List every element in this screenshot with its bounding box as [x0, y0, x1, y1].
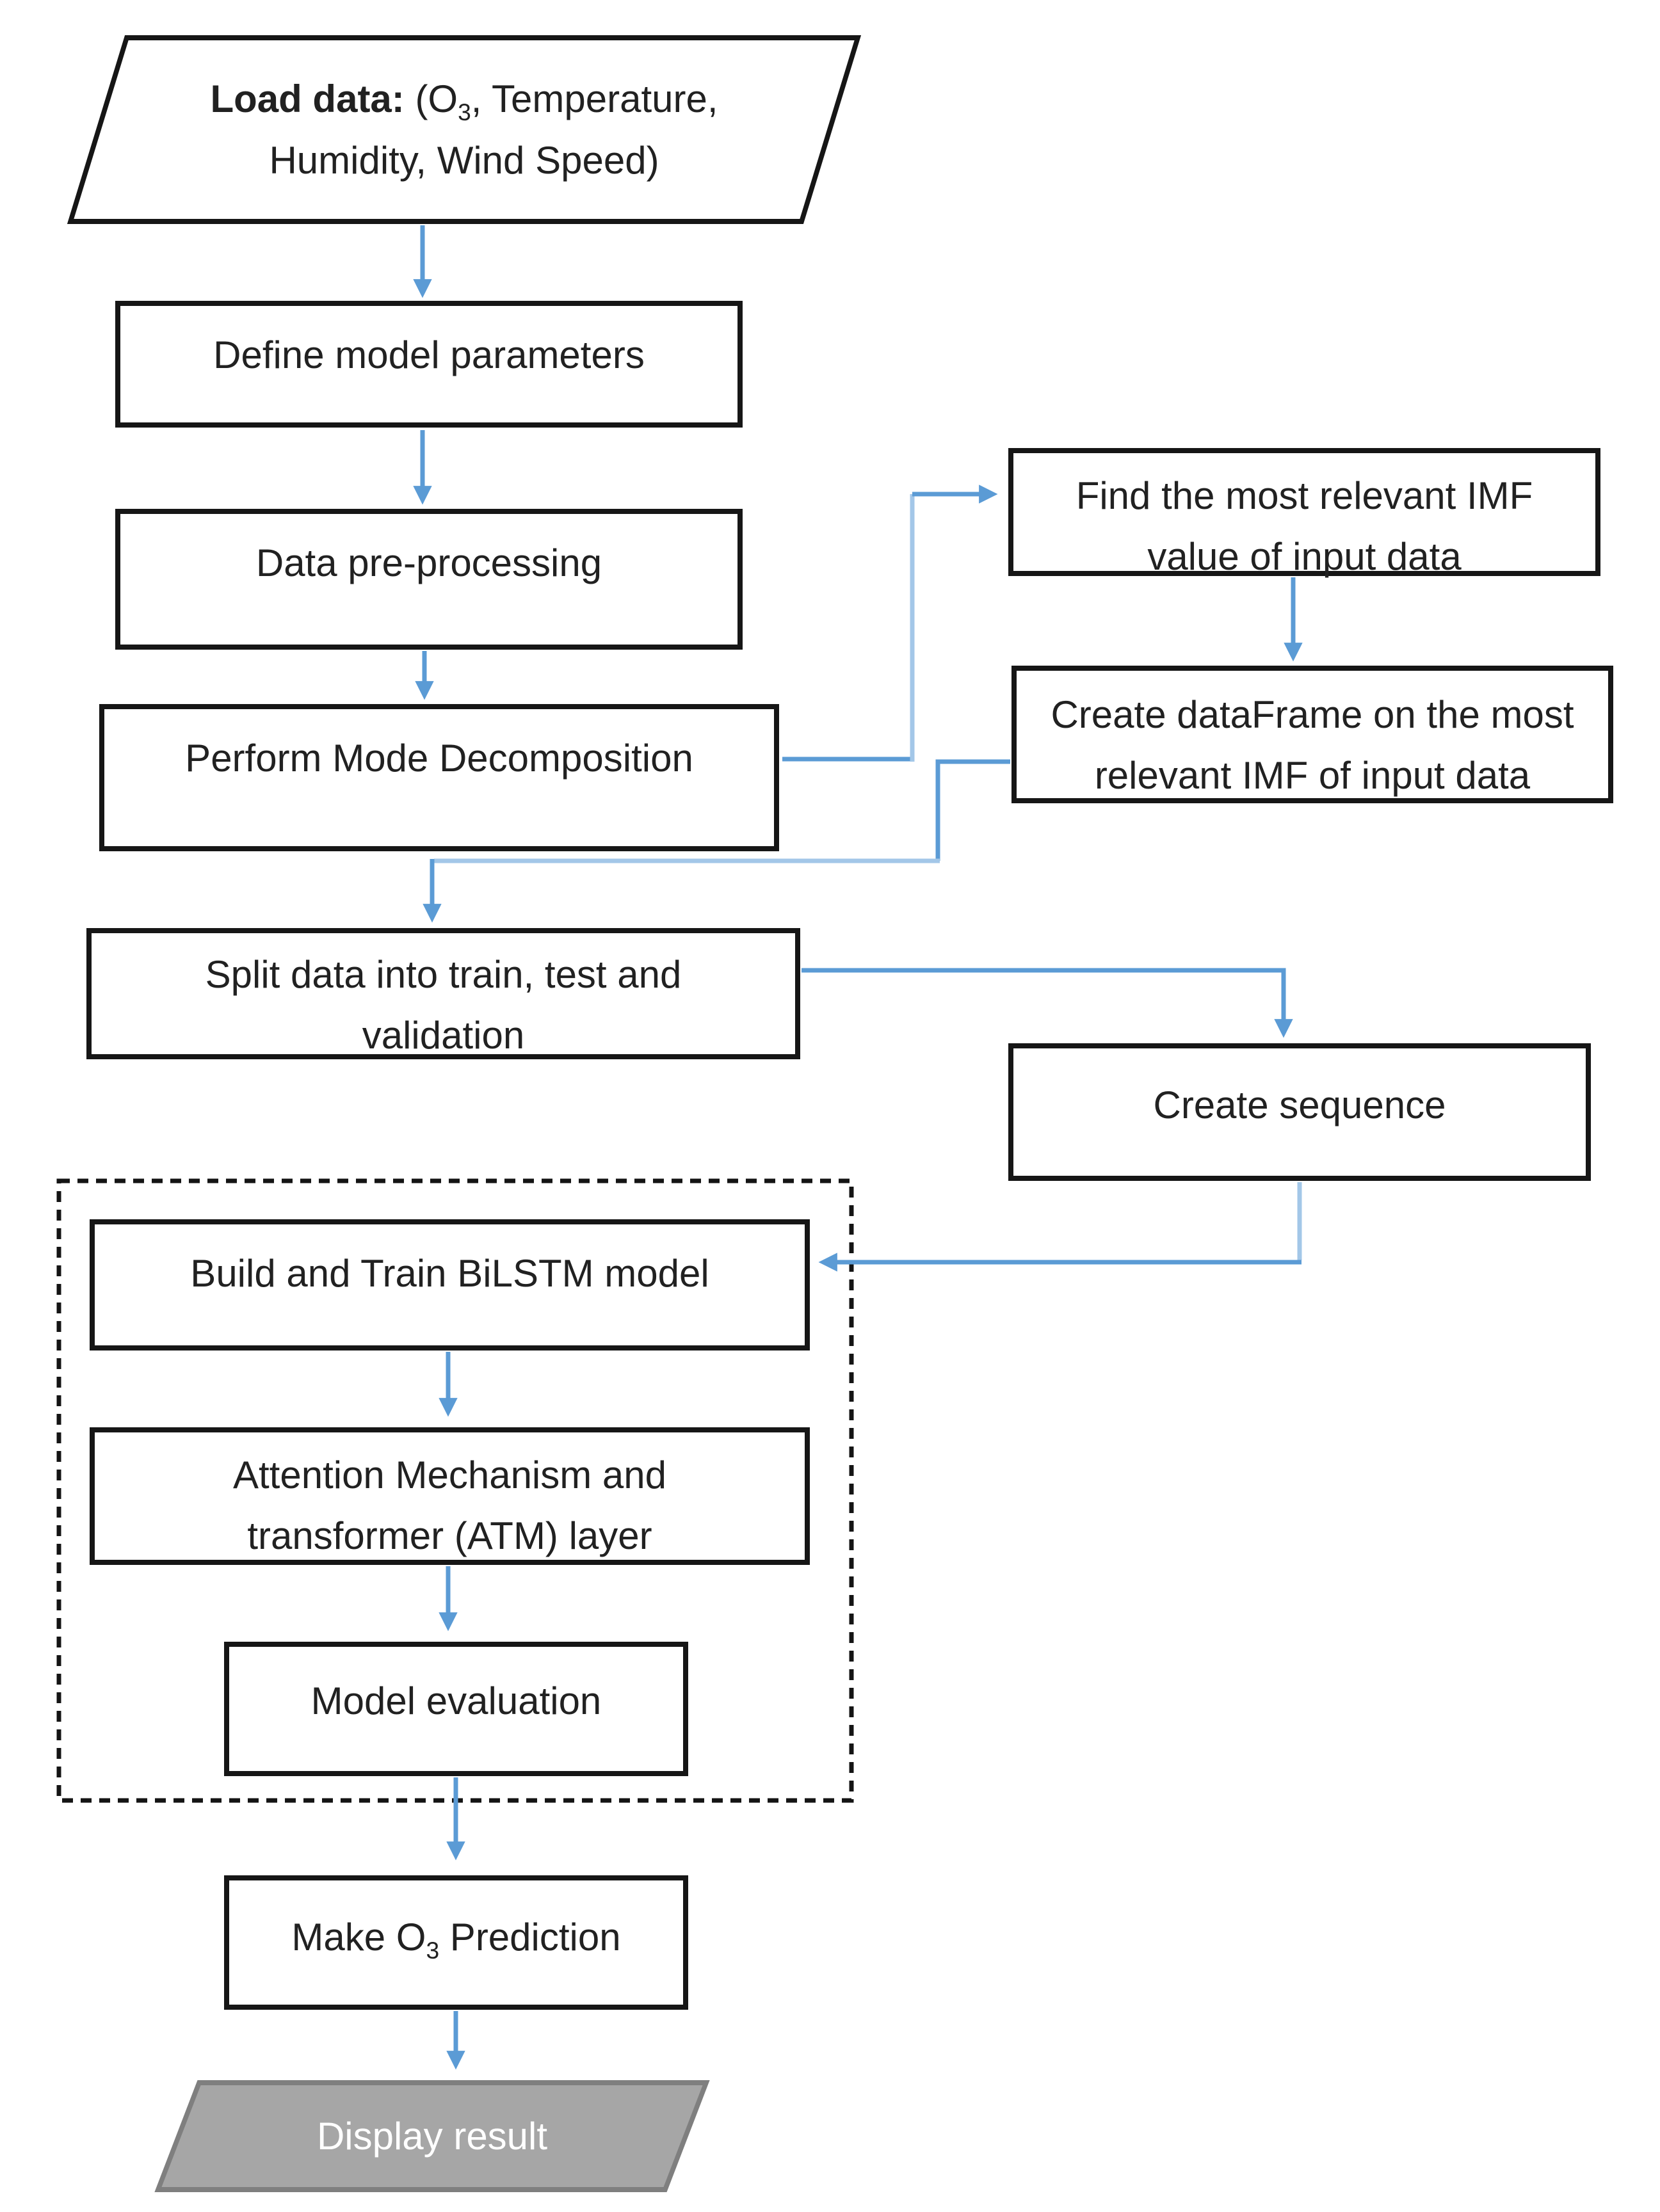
node-perform-mode-decomposition: Perform Mode Decomposition	[99, 704, 779, 851]
node-build-train-bilstm: Build and Train BiLSTM model	[90, 1219, 810, 1350]
display-result-label: Display result	[316, 2114, 548, 2158]
node-load-data: Load data: (O3, Temperature, Humidity, W…	[67, 35, 862, 224]
node-split-data: Split data into train, test and validati…	[86, 928, 800, 1059]
edge-createdataframe-splitdata-seg1	[935, 759, 1010, 861]
node-model-evaluation: Model evaluation	[224, 1642, 688, 1776]
edge-splitdata-createsequence	[802, 968, 1293, 1038]
node-create-dataframe: Create dataFrame on the most relevant IM…	[1011, 666, 1613, 803]
node-find-relevant-imf: Find the most relevant IMF value of inpu…	[1008, 448, 1600, 578]
node-create-sequence: Create sequence	[1008, 1043, 1591, 1181]
node-make-o3-prediction: Make O3 Prediction	[224, 1875, 688, 2010]
node-atm-layer: Attention Mechanism and transformer (ATM…	[90, 1427, 810, 1565]
node-display-result: Display result	[154, 2080, 710, 2192]
node-define-model-parameters: Define model parameters	[115, 301, 743, 428]
load-data-label: Load data: (O3, Temperature, Humidity, W…	[210, 77, 718, 182]
node-data-pre-processing: Data pre-processing	[115, 509, 743, 650]
